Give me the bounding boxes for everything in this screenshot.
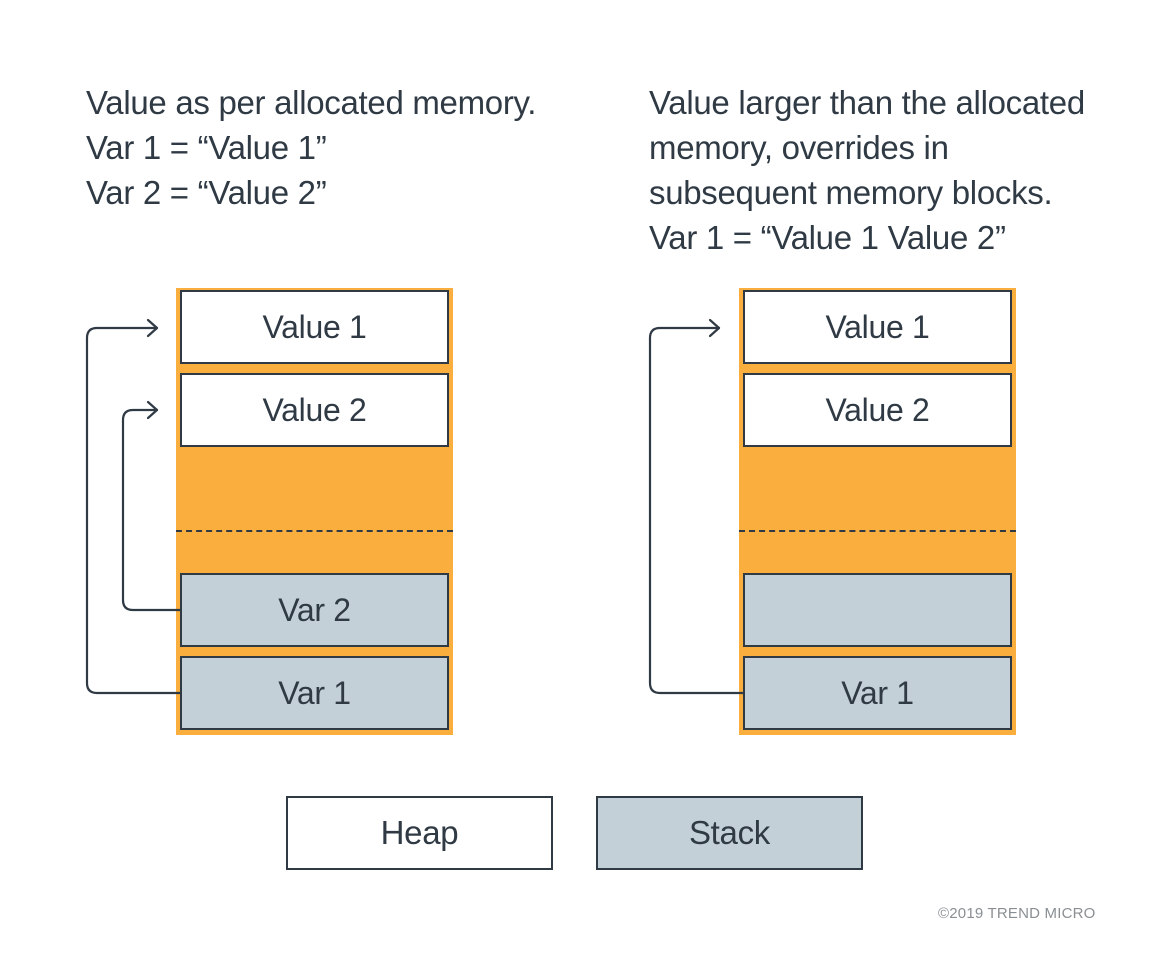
left-caption-line-2: Var 1 = “Value 1” [86, 129, 327, 166]
right-memory-column: Value 1 Value 2 Var 1 [739, 288, 1016, 735]
left-heap-block-value-1: Value 1 [180, 290, 449, 364]
left-caption: Value as per allocated memory. Var 1 = “… [86, 80, 536, 215]
left-caption-line-3: Var 2 = “Value 2” [86, 174, 327, 211]
left-arrow-var1-to-value1 [85, 326, 182, 695]
right-memory-divider [739, 530, 1016, 532]
copyright-notice: ©2019 TREND MICRO [938, 905, 1096, 922]
legend-heap: Heap [286, 796, 553, 870]
right-caption-line-3: subsequent memory blocks. [649, 174, 1053, 211]
right-caption-line-1: Value larger than the allocated [649, 84, 1085, 121]
left-memory-divider [176, 530, 453, 532]
right-caption: Value larger than the allocated memory, … [649, 80, 1085, 260]
left-memory-column: Value 1 Value 2 Var 2 Var 1 [176, 288, 453, 735]
right-stack-block-var-1: Var 1 [743, 656, 1012, 730]
left-arrow-var1-head [146, 318, 159, 338]
right-caption-line-2: memory, overrides in [649, 129, 949, 166]
right-arrow-var1-head [708, 318, 721, 338]
left-arrow-var2-head [146, 400, 159, 420]
right-arrow-var1-to-value1 [648, 326, 745, 695]
right-stack-block-empty [743, 573, 1012, 647]
right-heap-block-value-1: Value 1 [743, 290, 1012, 364]
left-heap-block-value-2: Value 2 [180, 373, 449, 447]
left-caption-line-1: Value as per allocated memory. [86, 84, 537, 121]
legend-stack: Stack [596, 796, 863, 870]
right-heap-block-value-2: Value 2 [743, 373, 1012, 447]
right-caption-line-4: Var 1 = “Value 1 Value 2” [649, 219, 1006, 256]
left-stack-block-var-2: Var 2 [180, 573, 449, 647]
left-arrow-var2-to-value2 [121, 408, 182, 612]
